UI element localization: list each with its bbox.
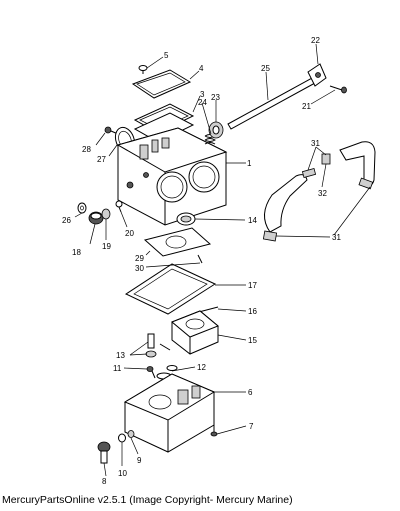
label-part-31-top: 31 xyxy=(311,139,320,148)
label-part-11: 11 xyxy=(113,364,122,373)
label-part-10: 10 xyxy=(118,469,127,478)
label-part-28: 28 xyxy=(82,145,91,154)
exploded-parts-diagram: 5 4 3 24 23 25 22 21 1 28 27 26 18 19 20… xyxy=(62,36,376,486)
label-part-32: 32 xyxy=(318,189,327,198)
label-part-4: 4 xyxy=(199,64,204,73)
part-11-screw[interactable] xyxy=(146,366,156,379)
part-26-washer[interactable] xyxy=(77,202,87,214)
label-part-26: 26 xyxy=(62,216,71,225)
part-19-nut[interactable] xyxy=(101,208,111,220)
part-6-float-bowl[interactable] xyxy=(123,373,216,453)
label-part-23: 23 xyxy=(211,93,220,102)
label-part-9: 9 xyxy=(137,456,142,465)
label-part-19: 19 xyxy=(102,242,111,251)
part-30-pin[interactable] xyxy=(197,254,203,264)
part-29-gasket[interactable] xyxy=(143,227,212,257)
label-part-25: 25 xyxy=(261,64,270,73)
part-5-screw[interactable] xyxy=(138,65,148,75)
label-part-31-bottom: 31 xyxy=(332,233,341,242)
label-part-20: 20 xyxy=(125,229,134,238)
label-part-16: 16 xyxy=(248,307,257,316)
part-15-spacer[interactable] xyxy=(171,310,219,355)
label-part-21: 21 xyxy=(302,102,311,111)
label-part-6: 6 xyxy=(248,388,253,397)
part-32-hose[interactable] xyxy=(264,141,376,233)
label-part-12: 12 xyxy=(197,363,206,372)
label-part-27: 27 xyxy=(97,155,106,164)
part-1-carburetor-body[interactable] xyxy=(116,127,228,226)
label-part-3: 3 xyxy=(200,90,205,99)
label-part-30: 30 xyxy=(135,264,144,273)
image-caption: MercuryPartsOnline v2.5.1 (Image Copyrig… xyxy=(2,494,293,506)
label-part-22: 22 xyxy=(311,36,320,45)
label-part-1: 1 xyxy=(247,159,252,168)
part-21-screw[interactable] xyxy=(329,85,347,94)
part-3-gasket[interactable] xyxy=(133,103,195,143)
part-8-drain-plug[interactable] xyxy=(97,441,111,464)
label-part-15: 15 xyxy=(248,336,257,345)
part-4-cover-plate[interactable] xyxy=(131,69,192,99)
part-17-gasket-frame[interactable] xyxy=(124,263,217,315)
part-22-linkage[interactable] xyxy=(307,63,327,87)
part-18-knob[interactable] xyxy=(88,211,104,225)
label-part-17: 17 xyxy=(248,281,257,290)
part-14-grommet[interactable] xyxy=(176,212,196,226)
leader-lines xyxy=(74,43,371,477)
label-part-13: 13 xyxy=(116,351,125,360)
part-20-fitting[interactable] xyxy=(115,200,123,213)
label-part-5: 5 xyxy=(164,51,169,60)
label-part-18: 18 xyxy=(72,248,81,257)
part-9-fitting[interactable] xyxy=(127,430,135,438)
part-31-fittings[interactable] xyxy=(262,153,374,242)
label-part-8: 8 xyxy=(102,477,107,486)
label-part-24: 24 xyxy=(198,98,207,107)
part-labels: 5 4 3 24 23 25 22 21 1 28 27 26 18 19 20… xyxy=(62,36,341,486)
part-23-gear[interactable] xyxy=(208,121,224,139)
part-13-needle-valve[interactable] xyxy=(145,333,171,358)
label-part-29: 29 xyxy=(135,254,144,263)
label-part-7: 7 xyxy=(249,422,254,431)
part-10-washer[interactable] xyxy=(118,433,126,443)
label-part-14: 14 xyxy=(248,216,257,225)
